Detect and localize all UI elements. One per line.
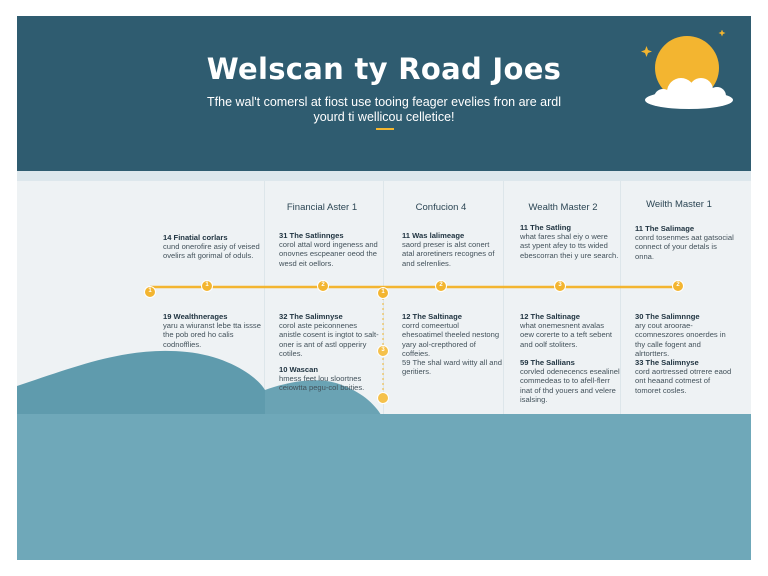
entry-heading: 11 The Salimage xyxy=(635,224,695,233)
entry-text: 33 The Salimnyse cord aortressed otrrere… xyxy=(635,358,735,395)
entry-body: yaru a wiuranst lebe tta issse the pob o… xyxy=(163,321,261,349)
entry-body: saord preser is alst conert atal aroreti… xyxy=(402,240,495,268)
entry-heading: 12 The Saltinage xyxy=(402,312,462,321)
sea-area xyxy=(17,414,751,560)
entry-text: 59 The Sallians corvled odenecencs eseal… xyxy=(520,358,620,404)
entry-body: hmess feet lou sloortnes ceiowtta pegu-c… xyxy=(279,374,365,393)
entry-text: 12 The Saltinage what onemesnent avalas … xyxy=(520,312,620,349)
column-divider xyxy=(264,181,265,414)
entry-heading: 31 The Satlinnges xyxy=(279,231,344,240)
entry-text: 14 Finatial corlars cund onerofire asiy … xyxy=(163,233,263,261)
entry-heading: 19 Wealthnerages xyxy=(163,312,228,321)
entry-body: corol attal word ingeness and onovnes es… xyxy=(279,240,378,268)
entry-heading: 11 Was lalimeage xyxy=(402,231,465,240)
entry-body: ary cout aroorae-ccomneszores onoerdes i… xyxy=(635,321,726,358)
entry-body: conrd tosenmes aat gatsocial connect of … xyxy=(635,233,734,261)
timeline-node: 2 xyxy=(435,280,447,292)
header-banner: Welscan ty Road Joes Tfhe wal't comersl … xyxy=(17,16,751,171)
timeline-node: 2 xyxy=(672,280,684,292)
column-heading-2: Confucion 4 xyxy=(415,202,467,213)
timeline-node: 2 xyxy=(317,280,329,292)
column-heading-4: Weilth Master 1 xyxy=(646,199,712,210)
entry-text: 32 The Salimnyse corol aste peiconnenes … xyxy=(279,312,379,358)
entry-text: 12 The Saltinage corrd comeertuol ehesoa… xyxy=(402,312,502,358)
entry-heading: 59 The Sallians xyxy=(520,358,575,367)
entry-body: cund onerofire asiy of veised ovelirs af… xyxy=(163,242,260,261)
entry-body: what onemesnent avalas oew corerte to a … xyxy=(520,321,613,349)
entry-text: 10 Wascan hmess feet lou sloortnes ceiow… xyxy=(279,365,369,393)
title-underline xyxy=(376,128,394,130)
entry-body: what fares shal eiy o were ast ypent afe… xyxy=(520,232,619,260)
entry-text: 59 The shal ward witty all and geritiers… xyxy=(402,358,502,376)
cloud-icon xyxy=(645,78,733,109)
entry-text: 11 The Satling what fares shal eiy o wer… xyxy=(520,223,620,260)
entry-text: 11 The Salimage conrd tosenmes aat gatso… xyxy=(635,224,735,261)
entry-text: 30 The Salimnnge ary cout aroorae-ccomne… xyxy=(635,312,735,358)
timeline-node: 1 xyxy=(201,280,213,292)
page-subtitle: Tfhe wal't comersl at fiost use tooing f… xyxy=(207,95,561,124)
entry-body: corol aste peiconnenes anistle cosent is… xyxy=(279,321,379,358)
column-divider xyxy=(503,181,504,414)
entry-heading: 30 The Salimnnge xyxy=(635,312,700,321)
entry-heading: 11 The Satling xyxy=(520,223,572,232)
infographic-frame: Welscan ty Road Joes Tfhe wal't comersl … xyxy=(17,16,751,560)
entry-text: 11 Was lalimeage saord preser is alst co… xyxy=(402,231,502,268)
header-band xyxy=(17,171,751,181)
hills-illustration xyxy=(17,346,751,418)
column-heading-1: Financial Aster 1 xyxy=(286,202,358,213)
entry-body: The shal ward witty all and geritiers. xyxy=(402,358,502,377)
column-divider xyxy=(620,181,621,414)
entry-heading: 14 Finatial corlars xyxy=(163,233,228,242)
entry-text: 31 The Satlinnges corol attal word ingen… xyxy=(279,231,379,268)
page-title: Welscan ty Road Joes xyxy=(206,52,562,86)
entry-heading: 12 The Saltinage xyxy=(520,312,580,321)
sun-cloud-illustration xyxy=(629,30,739,110)
entry-text: 19 Wealthnerages yaru a wiuranst lebe tt… xyxy=(163,312,263,349)
sparkle-icon xyxy=(641,30,726,57)
entry-heading: 10 Wascan xyxy=(279,365,318,374)
entry-body: corrd comeertuol ehesoatimel theeled nes… xyxy=(402,321,500,358)
entry-body: cord aortressed otrrere eaod ont heaand … xyxy=(635,367,732,395)
entry-heading: 33 The Salimnyse xyxy=(635,358,699,367)
timeline-node: 3 xyxy=(554,280,566,292)
entry-body: corvled odenecencs esealinel commedeas t… xyxy=(520,367,620,404)
entry-heading: 32 The Salimnyse xyxy=(279,312,343,321)
timeline-node: 1 xyxy=(144,286,156,298)
entry-heading: 59 xyxy=(402,358,411,367)
column-heading-3: Wealth Master 2 xyxy=(528,202,598,213)
